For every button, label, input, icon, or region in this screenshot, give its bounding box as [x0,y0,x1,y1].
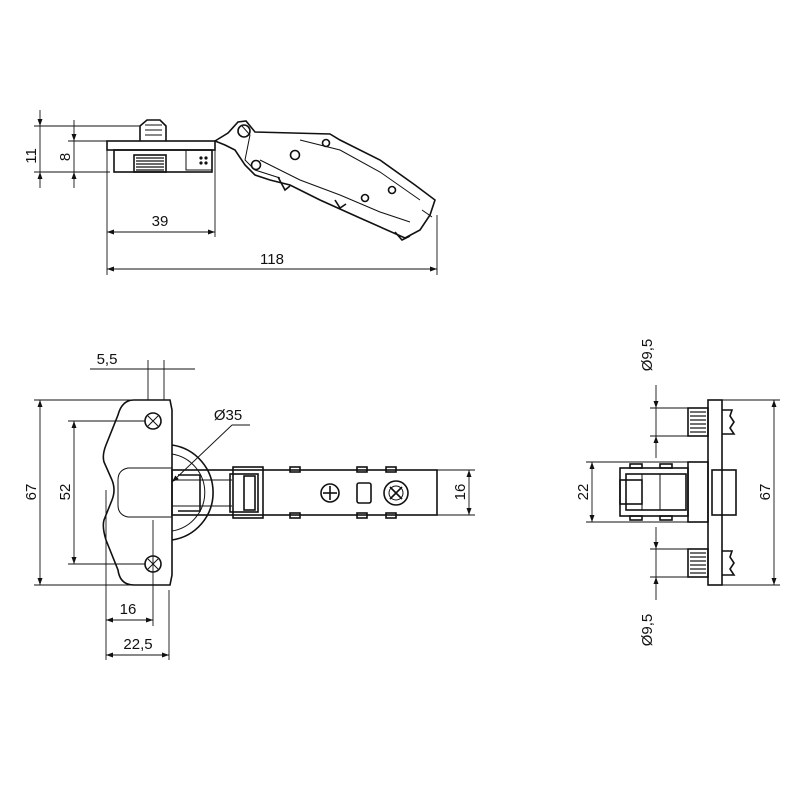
side-view: 11 8 39 118 [23,110,438,275]
side-view-dimensions: 11 8 39 118 [23,110,438,275]
end-view-arm [619,463,689,521]
dim-length-39: 39 [152,213,169,230]
dim-height-8: 8 [57,153,74,161]
side-view-cup [106,119,216,173]
dim-arm-22: 22 [575,484,592,501]
dim-arm-width-16: 16 [452,484,469,501]
dim-height-11: 11 [23,148,40,164]
dim-dowel-top: Ø9,5 [639,339,656,372]
side-view-arm [213,120,436,241]
dim-cup-diameter: Ø35 [214,407,242,424]
top-view-arm [171,466,438,519]
dim-height-67-end: 67 [757,484,774,501]
end-view: Ø9,5 Ø9,5 22 67 [575,339,780,647]
dim-depth-16: 16 [120,601,137,618]
top-view-plate [102,399,173,586]
dim-offset-5-5: 5,5 [97,351,118,368]
top-view-cup [171,444,214,541]
dim-depth-22-5: 22,5 [123,636,152,653]
top-view: 5,5 Ø35 67 52 16 16 22,5 [23,351,475,660]
end-view-dimensions: Ø9,5 Ø9,5 22 67 [575,339,780,647]
end-view-dowels [687,407,736,578]
top-view-dimensions: 5,5 Ø35 67 52 16 16 22,5 [23,351,475,660]
dim-length-118: 118 [260,251,284,268]
dim-height-67: 67 [23,484,40,501]
dim-dowel-bottom: Ø9,5 [639,614,656,647]
dim-hole-spacing-52: 52 [57,484,74,501]
